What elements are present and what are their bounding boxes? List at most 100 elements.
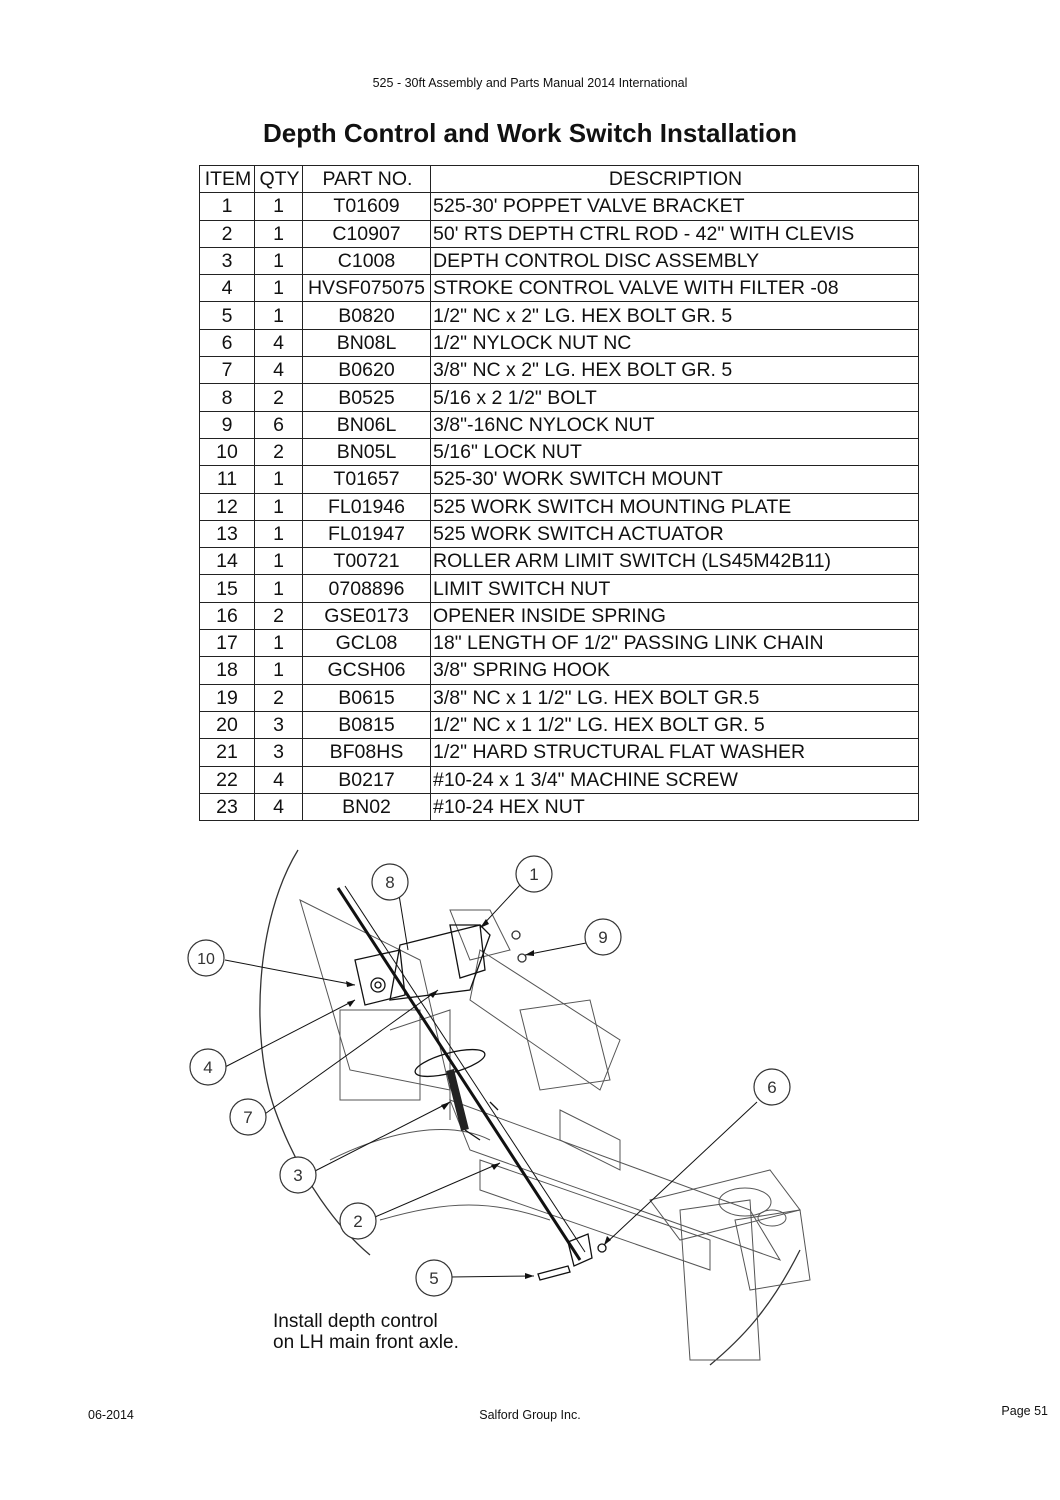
callout-4: 4: [189, 1048, 227, 1086]
cell-description: 3/8" SPRING HOOK: [430, 656, 919, 685]
cell-item: 3: [199, 246, 255, 276]
cell-part-no: GCL08: [302, 629, 431, 658]
cell-part-no: T01609: [302, 192, 431, 221]
cutaway-arc-right: [709, 1249, 801, 1366]
svg-text:1: 1: [529, 865, 538, 884]
cell-part-no: B0820: [302, 301, 431, 330]
hex-bolt-5: [537, 1265, 571, 1281]
cell-description: 525 WORK SWITCH ACTUATOR: [430, 519, 919, 549]
cell-qty: 2: [254, 437, 303, 467]
cell-item: 11: [199, 465, 255, 494]
footer-page-number: Page 51: [1001, 1404, 1048, 1418]
cell-part-no: B0615: [302, 683, 431, 712]
svg-text:6: 6: [767, 1078, 776, 1097]
depth-control-assembly-diagram: 1 2 3 4 5 6 7 8 9 10: [187, 849, 811, 1366]
cell-part-no: B0217: [302, 765, 431, 794]
cell-description: STROKE CONTROL VALVE WITH FILTER -08: [430, 274, 919, 303]
cell-part-no: GCSH06: [302, 656, 431, 685]
cell-description: 5/16" LOCK NUT: [430, 437, 919, 467]
cell-item: 5: [199, 301, 255, 330]
cell-part-no: BF08HS: [302, 738, 431, 767]
callout-balloons: 1 2 3 4 5 6 7 8 9 10: [187, 855, 791, 1297]
column-header-qty: QTY: [254, 164, 303, 194]
cell-qty: 1: [254, 574, 303, 603]
cell-description: 525-30' WORK SWITCH MOUNT: [430, 465, 919, 494]
cell-part-no: C1008: [302, 246, 431, 276]
svg-text:5: 5: [429, 1269, 438, 1288]
cell-description: 5/16 x 2 1/2" BOLT: [430, 383, 919, 412]
svg-text:7: 7: [243, 1108, 252, 1127]
cell-description: DEPTH CONTROL DISC ASSEMBLY: [430, 246, 919, 276]
cell-qty: 6: [254, 410, 303, 439]
svg-text:9: 9: [598, 928, 607, 947]
page-title: Depth Control and Work Switch Installati…: [263, 118, 797, 148]
cell-item: 12: [199, 492, 255, 521]
cell-qty: 2: [254, 601, 303, 631]
cell-part-no: HVSF075075: [302, 274, 431, 303]
cell-item: 23: [199, 792, 255, 822]
callout-1: 1: [515, 855, 553, 893]
depth-control-rod: [336, 887, 582, 1261]
callout-7: 7: [229, 1098, 267, 1136]
cell-part-no: BN02: [302, 792, 431, 822]
cell-description: 1/2" NYLOCK NUT NC: [430, 328, 919, 358]
cell-description: 1/2" HARD STRUCTURAL FLAT WASHER: [430, 738, 919, 767]
callout-5: 5: [415, 1259, 453, 1297]
cell-item: 6: [199, 328, 255, 358]
cell-qty: 4: [254, 765, 303, 794]
diagram-caption: Install depth control on LH main front a…: [273, 1311, 459, 1353]
cell-qty: 2: [254, 683, 303, 712]
callout-3: 3: [279, 1156, 317, 1194]
cell-part-no: GSE0173: [302, 601, 431, 631]
cell-qty: 1: [254, 219, 303, 248]
column-header-part-no: PART NO.: [302, 164, 431, 194]
cell-qty: 3: [254, 738, 303, 767]
cell-part-no: 0708896: [302, 574, 431, 603]
cell-description: 50' RTS DEPTH CTRL ROD - 42" WITH CLEVIS: [430, 219, 919, 248]
cell-description: 3/8" NC x 2" LG. HEX BOLT GR. 5: [430, 356, 919, 385]
cell-description: 18" LENGTH OF 1/2" PASSING LINK CHAIN: [430, 629, 919, 658]
cell-qty: 1: [254, 656, 303, 685]
svg-text:8: 8: [385, 873, 394, 892]
callout-10: 10: [187, 939, 225, 977]
cell-description: 3/8" NC x 1 1/2" LG. HEX BOLT GR.5: [430, 683, 919, 712]
cell-item: 9: [199, 410, 255, 439]
column-header-description: DESCRIPTION: [430, 164, 919, 194]
callout-9: 9: [584, 918, 622, 956]
caption-line-1: Install depth control: [273, 1311, 438, 1332]
cell-description: 1/2" NC x 2" LG. HEX BOLT GR. 5: [430, 301, 919, 330]
cell-qty: 1: [254, 246, 303, 276]
cell-item: 14: [199, 547, 255, 576]
svg-text:2: 2: [353, 1212, 362, 1231]
cell-item: 21: [199, 738, 255, 767]
cell-part-no: B0525: [302, 383, 431, 412]
frame-structure: [299, 899, 811, 1361]
cell-qty: 4: [254, 356, 303, 385]
cell-description: ROLLER ARM LIMIT SWITCH (LS45M42B11): [430, 547, 919, 576]
cell-part-no: BN06L: [302, 410, 431, 439]
cell-description: 1/2" NC x 1 1/2" LG. HEX BOLT GR. 5: [430, 710, 919, 740]
cell-item: 7: [199, 356, 255, 385]
cell-item: 10: [199, 437, 255, 467]
cell-item: 13: [199, 519, 255, 549]
cell-description: 525-30' POPPET VALVE BRACKET: [430, 192, 919, 221]
cell-item: 1: [199, 192, 255, 221]
cell-part-no: FL01947: [302, 519, 431, 549]
depth-control-disc: [414, 1048, 499, 1141]
cell-part-no: B0620: [302, 356, 431, 385]
callout-8: 8: [371, 863, 409, 901]
column-header-item: ITEM: [199, 164, 255, 194]
table-header-row: ITEM QTY PART NO. DESCRIPTION: [199, 164, 919, 194]
cell-part-no: FL01946: [302, 492, 431, 521]
